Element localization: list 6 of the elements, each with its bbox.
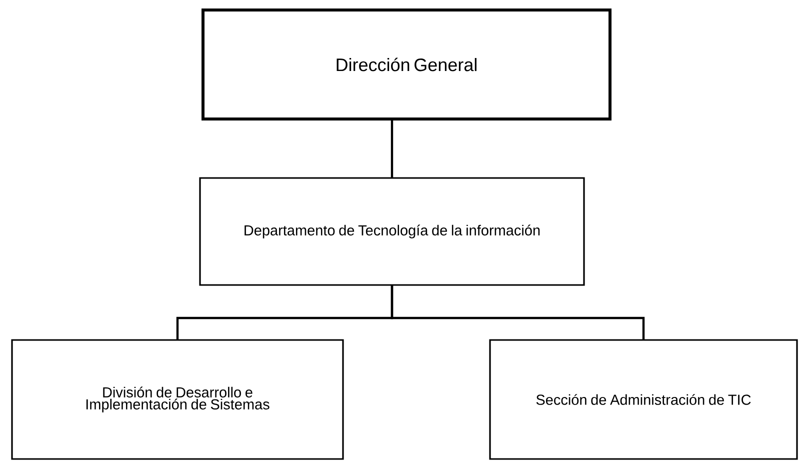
org-box: Departamento de Tecnología de la información (199, 177, 585, 286)
connector-line (390, 285, 645, 340)
org-box: División de Desarrollo e Implementación de Sistemas (11, 339, 344, 460)
connector-line (390, 119, 394, 178)
org-box: Dirección General (202, 8, 612, 120)
org-box: Sección de Administración de TIC (489, 339, 798, 460)
